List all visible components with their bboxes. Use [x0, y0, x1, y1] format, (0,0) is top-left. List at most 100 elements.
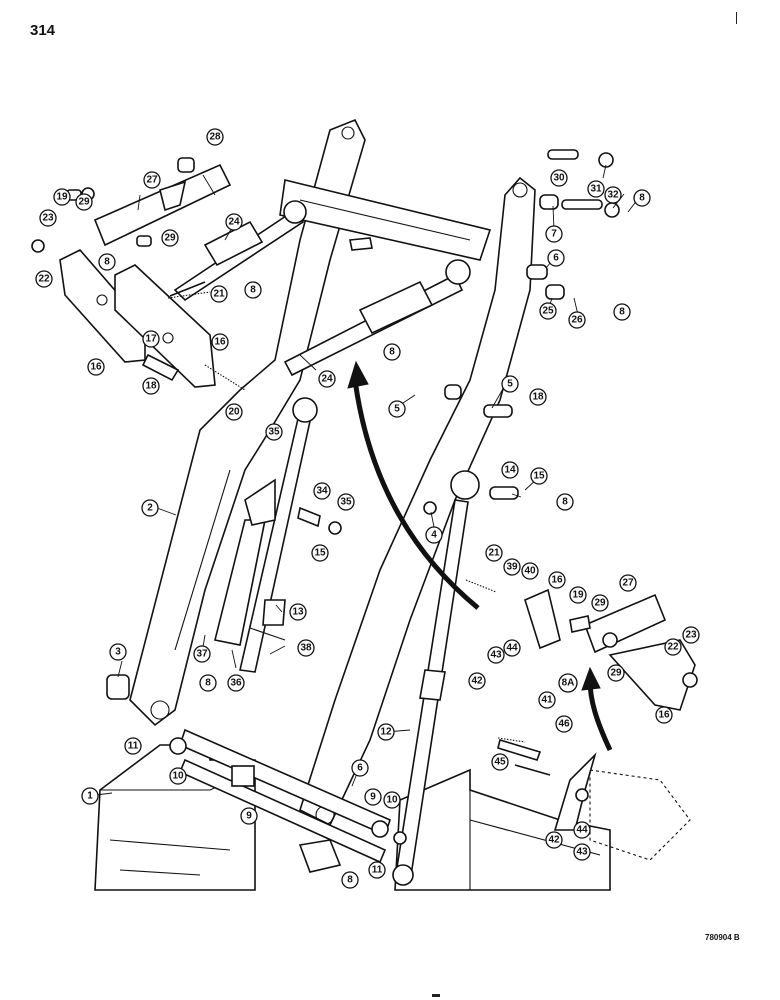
link-bracket	[214, 478, 276, 646]
callout-label: 40	[524, 566, 536, 577]
callout-16: 16	[211, 333, 229, 351]
callout-label: 25	[542, 306, 554, 317]
callout-label: 14	[504, 465, 516, 476]
callout-15: 15	[530, 467, 548, 485]
callout-8: 8	[556, 493, 574, 511]
callout-5: 5	[388, 400, 406, 418]
callout-label: 15	[533, 471, 545, 482]
callout-37: 37	[193, 645, 211, 663]
callout-label: 1	[87, 791, 93, 802]
callout-24: 24	[318, 370, 336, 388]
callout-23: 23	[682, 626, 700, 644]
callout-41: 41	[538, 691, 556, 709]
callout-label: 3	[115, 647, 121, 658]
callout-label: 43	[576, 847, 588, 858]
callout-25: 25	[539, 302, 557, 320]
callout-16: 16	[548, 571, 566, 589]
callout-label: 29	[610, 668, 622, 679]
callout-label: 16	[90, 362, 102, 373]
lower-right-link-arm	[524, 588, 696, 711]
callouts: 1 2 3 4 5 5 6 6 7 8 8 8 8 8 8 8 8 8 8A 9…	[35, 128, 700, 889]
upper-left-bracket-plates	[59, 249, 216, 388]
callout-label: 37	[196, 649, 208, 660]
bolts-and-threads	[167, 291, 526, 743]
callout-8: 8	[341, 871, 359, 889]
callout-label: 29	[594, 598, 606, 609]
callout-8: 8	[199, 674, 217, 692]
callout-35: 35	[265, 423, 283, 441]
callout-38: 38	[297, 639, 315, 657]
callout-27: 27	[619, 574, 637, 592]
callout-label: 8	[619, 307, 625, 318]
callout-8: 8	[244, 281, 262, 299]
callout-label: 21	[213, 289, 225, 300]
callout-21: 21	[485, 544, 503, 562]
callout-label: 9	[370, 792, 376, 803]
callout-label: 22	[667, 642, 679, 653]
callout-label: 31	[590, 184, 602, 195]
callout-27: 27	[143, 171, 161, 189]
callout-16: 16	[655, 706, 673, 724]
callout-29: 29	[607, 664, 625, 682]
callout-label: 45	[494, 757, 506, 768]
callout-label: 11	[128, 741, 139, 752]
callout-label: 8	[562, 497, 568, 508]
callout-19: 19	[53, 188, 71, 206]
callout-39: 39	[503, 558, 521, 576]
callout-36: 36	[227, 674, 245, 692]
leader-lines	[95, 164, 642, 796]
callout-label: 8	[104, 257, 110, 268]
callout-label: 8	[389, 347, 395, 358]
callout-label: 2	[147, 503, 153, 514]
callout-10: 10	[169, 767, 187, 785]
callout-label: 11	[372, 865, 383, 876]
callout-43: 43	[573, 843, 591, 861]
callout-label: 6	[553, 253, 559, 264]
callout-label: 24	[321, 374, 333, 385]
callout-9: 9	[240, 807, 258, 825]
callout-32: 32	[604, 186, 622, 204]
callout-label: 38	[300, 643, 312, 654]
callout-label: 16	[551, 575, 563, 586]
callout-8: 8	[613, 303, 631, 321]
callout-label: 10	[172, 771, 184, 782]
callout-label: 9	[246, 811, 252, 822]
callout-40: 40	[521, 562, 539, 580]
callout-22: 22	[664, 638, 682, 656]
callout-label: 7	[551, 229, 557, 240]
callout-label: 36	[230, 678, 242, 689]
callout-label: 35	[268, 427, 280, 438]
callout-label: 42	[471, 676, 483, 687]
bottom-mark	[432, 994, 440, 997]
callout-6: 6	[547, 249, 565, 267]
callout-label: 13	[292, 607, 304, 618]
callout-16: 16	[87, 358, 105, 376]
callout-label: 28	[209, 132, 221, 143]
callout-11: 11	[124, 737, 142, 755]
small-hardware	[31, 149, 698, 845]
callout-label: 5	[394, 404, 400, 415]
callout-label: 34	[316, 486, 328, 497]
callout-9: 9	[364, 788, 382, 806]
callout-label: 8A	[562, 678, 575, 689]
callout-30: 30	[550, 169, 568, 187]
callout-label: 19	[572, 590, 584, 601]
callout-label: 5	[507, 379, 513, 390]
callout-26: 26	[568, 311, 586, 329]
callout-2: 2	[141, 499, 159, 517]
callout-46: 46	[555, 715, 573, 733]
callout-label: 44	[576, 825, 588, 836]
assembly-arrows	[347, 360, 613, 752]
callout-label: 27	[622, 578, 634, 589]
left-lift-cylinder	[239, 397, 318, 673]
callout-label: 24	[228, 217, 240, 228]
callout-label: 15	[314, 548, 326, 559]
callout-label: 35	[340, 497, 352, 508]
callout-label: 43	[490, 650, 502, 661]
callout-18: 18	[142, 377, 160, 395]
callout-12: 12	[377, 723, 395, 741]
callout-7: 7	[545, 225, 563, 243]
callout-label: 12	[380, 727, 392, 738]
callout-label: 8	[205, 678, 211, 689]
